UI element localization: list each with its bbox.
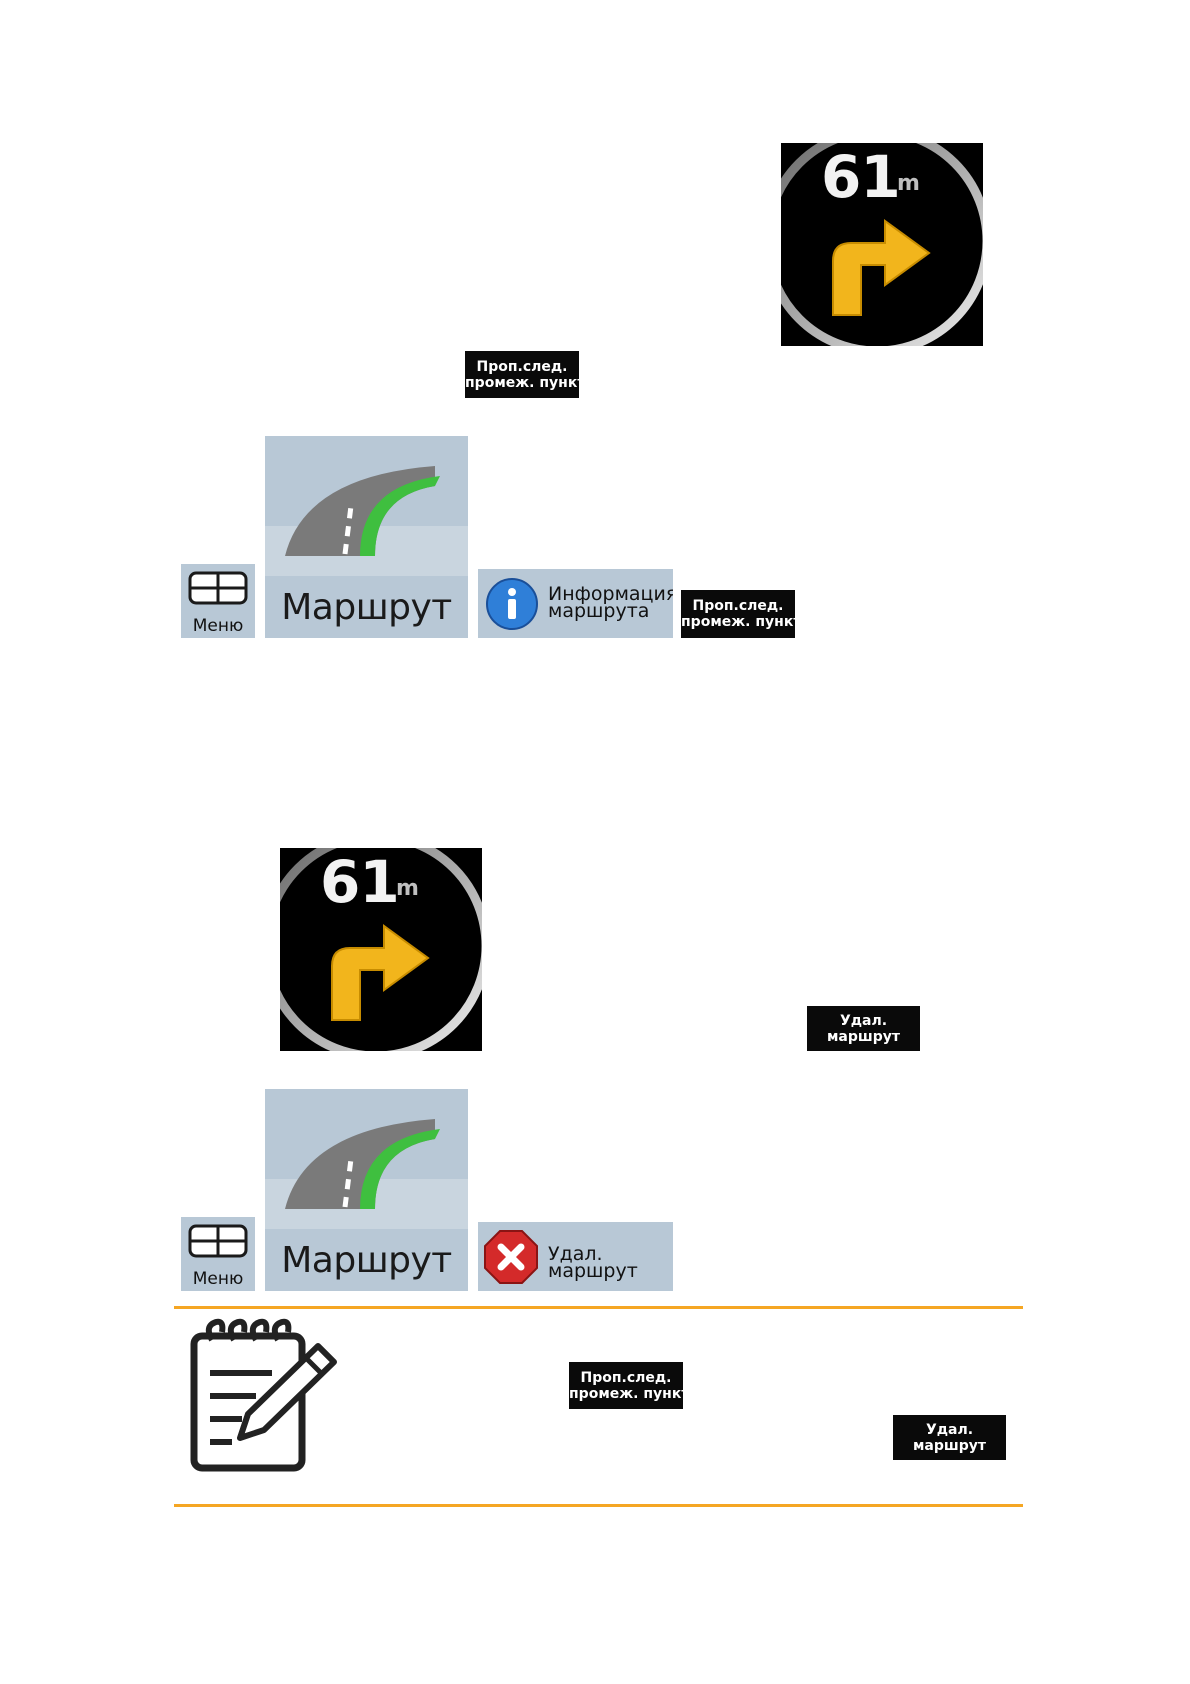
delete-stop-icon [484, 1230, 538, 1284]
skip-waypoint-button-2[interactable]: Проп.след. промеж. пункт [681, 590, 802, 638]
delete-route-line2: маршрут [826, 1028, 901, 1045]
menu-label-2: Меню [192, 1269, 244, 1289]
route-info-button[interactable]: Информация маршрута [478, 569, 673, 638]
turn-right-arrow-icon-2 [280, 848, 482, 1051]
turn-distance-unit: m [897, 171, 920, 196]
route-road-icon [265, 466, 468, 576]
delete-route-button-2[interactable]: Удал. маршрут [893, 1415, 1006, 1460]
note-top-divider [174, 1306, 1023, 1309]
menu-label: Меню [192, 616, 244, 636]
route-info-label: Информация маршрута [548, 583, 673, 622]
info-icon [486, 578, 538, 630]
route-road-icon-2 [265, 1119, 468, 1229]
skip-waypoint-button-3[interactable]: Проп.след. промеж. пункт [569, 1362, 690, 1409]
route-button[interactable]: Маршрут [265, 436, 468, 638]
skip-waypoint-line2-2: промеж. пункт [681, 614, 802, 630]
skip-waypoint-line2: промеж. пункт [465, 374, 586, 391]
delete-route-button[interactable]: Удал. маршрут [807, 1006, 920, 1051]
skip-waypoint-button[interactable]: Проп.след. промеж. пункт [465, 351, 586, 398]
delete-route-line1: Удал. [839, 1012, 888, 1029]
route-info-line2: маршрута [548, 600, 650, 622]
delete-route-line2-2: маршрут [912, 1437, 987, 1454]
delete-route-tile[interactable]: Удал. маршрут [478, 1222, 673, 1291]
route-button-2[interactable]: Маршрут [265, 1089, 468, 1291]
delete-route-line1-2: Удал. [925, 1421, 974, 1438]
skip-waypoint-line1-2: Проп.след. [692, 598, 784, 614]
turn-distance: 61 [821, 143, 901, 211]
route-info-line1: Информация [548, 583, 673, 605]
route-label-2: Маршрут [281, 1240, 452, 1281]
menu-button[interactable]: Меню [181, 564, 255, 638]
turn-preview-image-2: 61 m [280, 848, 482, 1051]
skip-waypoint-line1: Проп.след. [476, 358, 568, 375]
turn-preview-image: 61 m [781, 143, 983, 346]
menu-button-2[interactable]: Меню [181, 1217, 255, 1291]
menu-grid-icon-2 [188, 1224, 248, 1258]
skip-waypoint-line1-3: Проп.след. [580, 1369, 672, 1386]
delete-route-tile-label: Удал. маршрут [548, 1243, 638, 1282]
skip-waypoint-line2-3: промеж. пункт [569, 1385, 690, 1402]
turn-distance-2: 61 [320, 848, 400, 916]
turn-distance-unit-2: m [396, 876, 419, 901]
menu-grid-icon [188, 571, 248, 605]
note-bottom-divider [174, 1504, 1023, 1507]
note-notepad-icon [190, 1318, 350, 1473]
turn-right-arrow-icon [781, 143, 983, 346]
route-label: Маршрут [281, 587, 452, 628]
